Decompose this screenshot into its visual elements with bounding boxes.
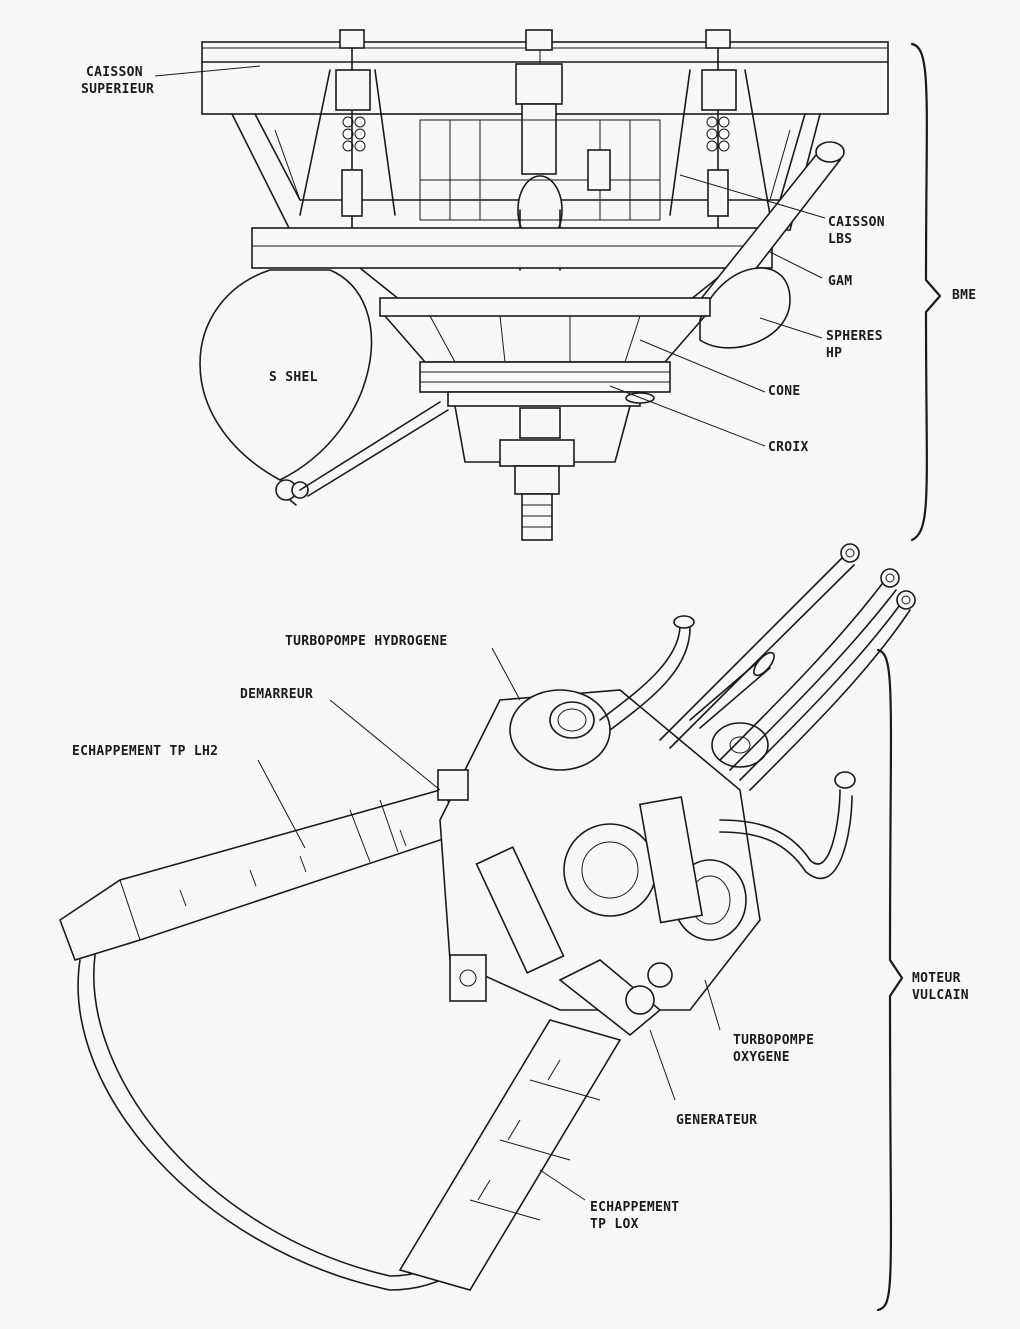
label-bme: BME <box>952 288 976 303</box>
vulcain-bracket <box>876 648 904 1312</box>
label-spheres-hp-1: SPHERES <box>826 329 883 344</box>
callout-labels: CAISSON SUPERIEUR CAISSON LBS GAM SPHERE… <box>72 65 976 1232</box>
bme-assembly <box>199 29 942 542</box>
label-caisson-lbs-1: CAISSON <box>828 215 885 230</box>
croix-section <box>447 391 655 541</box>
label-caisson-lbs-2: LBS <box>828 232 852 247</box>
label-turbopompe-oxygene-1: TURBOPOMPE <box>733 1033 814 1048</box>
leader-lines-upper <box>154 65 826 447</box>
feed-lines <box>599 543 916 880</box>
label-demarreur: DEMARREUR <box>240 687 313 702</box>
lh2-exhaust-duct <box>59 789 472 961</box>
bme-bracket <box>910 42 942 542</box>
vulcain-engine <box>59 543 916 1312</box>
lox-exhaust-duct <box>398 1019 622 1291</box>
label-croix: CROIX <box>768 440 809 455</box>
generator-pipes <box>558 959 673 1037</box>
label-caisson-superieur-1: CAISSON <box>86 65 143 80</box>
label-moteur-vulcain-2: VULCAIN <box>912 988 969 1003</box>
cone-section <box>379 297 711 393</box>
actuator-left <box>299 29 396 231</box>
label-echappement-tp-lh2: ECHAPPEMENT TP LH2 <box>72 744 218 759</box>
label-echappement-tp-lox-1: ECHAPPEMENT <box>590 1200 679 1215</box>
label-turbopompe-oxygene-2: OXYGENE <box>733 1050 790 1065</box>
label-cone: CONE <box>768 384 801 399</box>
leader-lines-lower <box>257 647 721 1201</box>
sphere-strut <box>299 401 449 497</box>
gam-tank <box>698 141 845 317</box>
caisson-lbs-frame <box>419 119 661 221</box>
label-caisson-superieur-2: SUPERIEUR <box>81 82 154 97</box>
spheres-hp <box>699 267 791 349</box>
label-moteur-vulcain-1: MOTEUR <box>912 971 961 986</box>
label-spheres-hp-2: HP <box>826 346 842 361</box>
label-turbopompe-hydrogene: TURBOPOMPE HYDROGENE <box>285 634 448 649</box>
actuator-right <box>669 29 771 231</box>
label-echappement-tp-lox-2: TP LOX <box>590 1217 639 1232</box>
label-generateur: GENERATEUR <box>676 1113 757 1128</box>
label-s-shel: S SHEL <box>269 370 318 385</box>
label-gam: GAM <box>828 274 852 289</box>
pump-cluster <box>437 689 769 1011</box>
s-shel-sphere <box>199 269 373 506</box>
